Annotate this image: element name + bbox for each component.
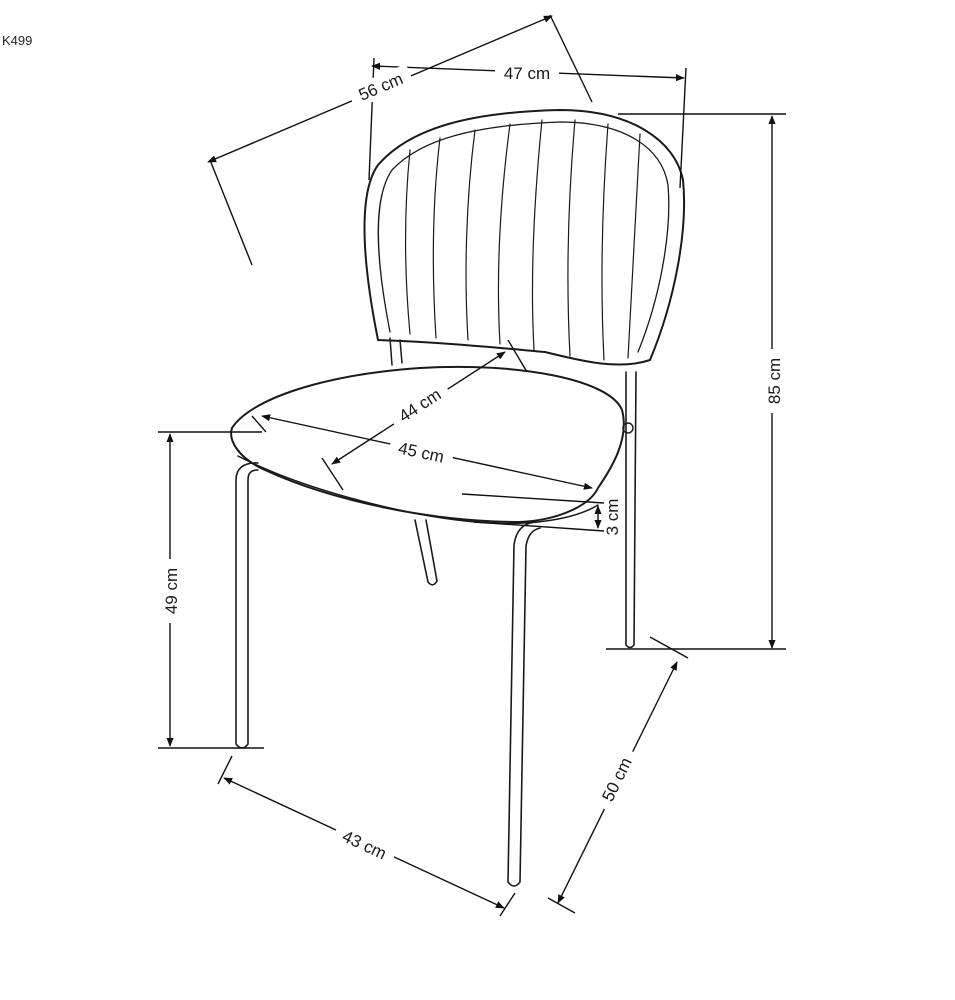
rear-leg-middle: [414, 519, 438, 586]
label-leg-span-side: 50 cm: [598, 755, 635, 805]
label-seat-depth: 44 cm: [395, 385, 444, 426]
front-leg-left: [235, 462, 259, 749]
backrest-inner: [377, 121, 670, 353]
rear-leg-right: [625, 371, 637, 649]
model-code: K499: [2, 33, 33, 48]
backrest-shell: [363, 109, 686, 366]
label-seat-thickness: 3 cm: [603, 499, 622, 536]
front-leg-right: [507, 521, 541, 887]
label-back-width: 47 cm: [504, 64, 550, 83]
label-leg-span-front: 43 cm: [339, 827, 389, 864]
seat-underside: [237, 455, 599, 525]
back-support-left: [389, 337, 403, 366]
label-seat-height: 49 cm: [162, 568, 181, 614]
backrest-channels: [404, 119, 641, 361]
label-overall-height: 85 cm: [765, 358, 784, 404]
